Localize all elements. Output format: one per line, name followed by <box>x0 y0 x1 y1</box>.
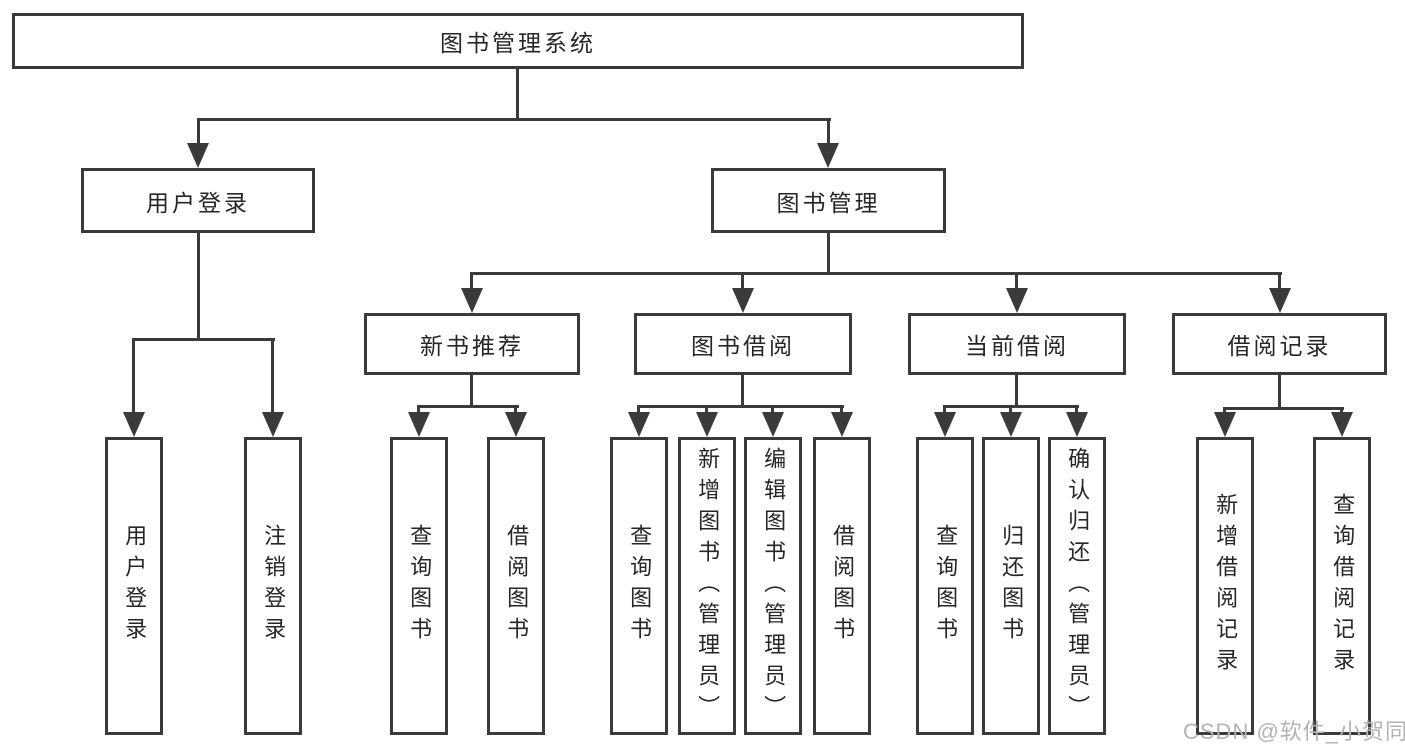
arrowhead-query-books-2 <box>628 412 650 437</box>
arrowhead-confirm-return-admin <box>1066 412 1088 437</box>
connector-currentborrow-stem <box>1015 375 1018 405</box>
arrowhead-book-borrow <box>732 288 754 313</box>
arrowhead-add-books-admin <box>696 412 718 437</box>
connector-bookborrow-stub-4 <box>840 405 843 415</box>
arrowhead-leaf-logout <box>262 412 284 437</box>
connector-root-stub-right <box>827 118 830 146</box>
connector-root-stub-left <box>197 118 200 146</box>
arrowhead-current-borrow <box>1006 288 1028 313</box>
leaf-borrow-books-1: 借阅图书 <box>487 437 545 735</box>
arrowhead-borrow-records <box>1269 288 1291 313</box>
connector-currentborrow-stub-1 <box>943 405 946 415</box>
arrowhead-borrow-books-2 <box>831 412 853 437</box>
arrowhead-borrow-books-1 <box>505 412 527 437</box>
leaf-query-borrow-record: 查询借阅记录 <box>1313 437 1371 735</box>
leaf-add-books-admin: 新增图书（管理员） <box>678 437 736 735</box>
arrowhead-leaf-user-login <box>123 412 145 437</box>
connector-bookborrow-stem <box>741 375 744 405</box>
leaf-query-books-3: 查询图书 <box>916 437 974 735</box>
node-root: 图书管理系统 <box>12 13 1024 69</box>
connector-recommend-stub-2 <box>514 405 517 415</box>
connector-recommend-stub-1 <box>417 405 420 415</box>
connector-bookborrow-stub-1 <box>637 405 640 415</box>
connector-recommend-stem <box>470 375 473 405</box>
leaf-add-borrow-record: 新增借阅记录 <box>1196 437 1254 735</box>
connector-bookmgmt-stub-2 <box>741 272 744 290</box>
node-new-book-recommend: 新书推荐 <box>364 313 580 375</box>
arrowhead-book-management <box>817 143 839 168</box>
arrowhead-user-login <box>187 143 209 168</box>
csdn-watermark: CSDN @软件_小贺同学 <box>1183 719 1405 744</box>
connector-currentborrow-stub-2 <box>1009 405 1012 415</box>
arrowhead-query-books-3 <box>934 412 956 437</box>
arrowhead-query-books-1 <box>408 412 430 437</box>
connector-root-hline <box>197 118 831 121</box>
connector-bookmgmt-stem <box>827 233 830 272</box>
connector-bookmgmt-hline <box>470 272 1282 275</box>
leaf-confirm-return-admin: 确认归还（管理员） <box>1048 437 1106 735</box>
connector-recommend-hline <box>417 405 519 408</box>
connector-bookmgmt-stub-3 <box>1015 272 1018 290</box>
connector-userlogin-stub-2 <box>271 338 274 414</box>
arrowhead-new-book-recommend <box>461 288 483 313</box>
leaf-query-books-2: 查询图书 <box>610 437 668 735</box>
connector-records-stub-1 <box>1223 407 1226 415</box>
leaf-query-books-1: 查询图书 <box>390 437 448 735</box>
connector-records-hline <box>1223 407 1344 410</box>
leaf-user-login: 用户登录 <box>105 437 163 735</box>
leaf-borrow-books-2: 借阅图书 <box>813 437 871 735</box>
connector-bookmgmt-stub-4 <box>1278 272 1281 290</box>
node-user-login: 用户登录 <box>81 168 315 233</box>
arrowhead-edit-books-admin <box>762 412 784 437</box>
connector-root-stem <box>516 69 519 118</box>
node-book-borrow: 图书借阅 <box>634 313 852 375</box>
connector-bookborrow-hline <box>637 405 844 408</box>
connector-bookborrow-stub-3 <box>771 405 774 415</box>
arrowhead-return-books <box>1000 412 1022 437</box>
leaf-return-books: 归还图书 <box>982 437 1040 735</box>
leaf-logout: 注销登录 <box>244 437 302 735</box>
connector-records-stem <box>1278 375 1281 407</box>
connector-userlogin-hline <box>132 338 275 341</box>
node-book-management: 图书管理 <box>711 168 946 233</box>
connector-userlogin-stub-1 <box>132 338 135 414</box>
node-current-borrow: 当前借阅 <box>908 313 1126 375</box>
arrowhead-add-borrow-record <box>1214 412 1236 437</box>
leaf-edit-books-admin: 编辑图书（管理员） <box>744 437 802 735</box>
connector-records-stub-2 <box>1340 407 1343 415</box>
connector-bookmgmt-stub-1 <box>470 272 473 290</box>
arrowhead-query-borrow-record <box>1331 412 1353 437</box>
connector-currentborrow-stub-3 <box>1075 405 1078 415</box>
node-borrow-records: 借阅记录 <box>1172 313 1387 375</box>
connector-bookborrow-stub-2 <box>705 405 708 415</box>
connector-userlogin-stem <box>197 233 200 338</box>
